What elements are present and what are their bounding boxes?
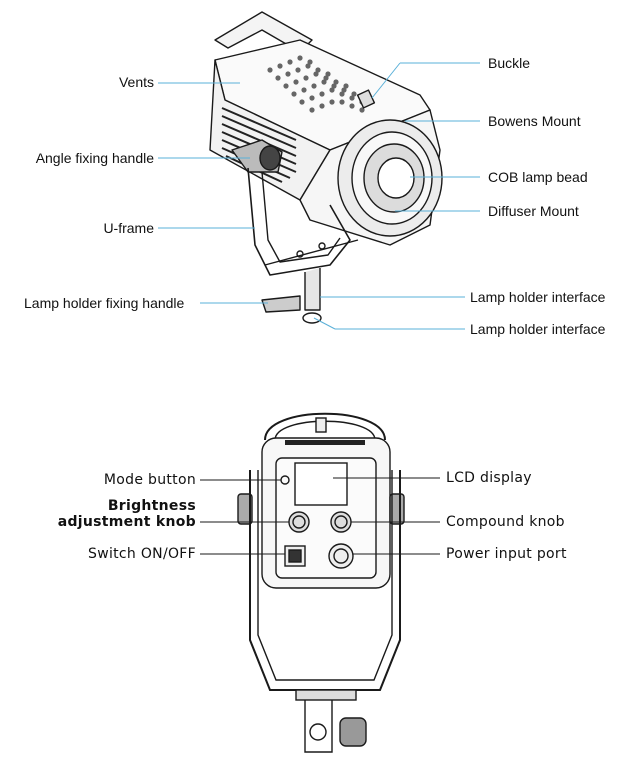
label-vents: Vents	[118, 74, 154, 90]
label-bowens-mount: Bowens Mount	[488, 113, 581, 129]
label-mode-button: Mode button	[103, 472, 196, 488]
label-angle-fixing-handle: Angle fixing handle	[35, 150, 154, 166]
label-lamp-holder-interface-2: Lamp holder interface	[470, 321, 606, 337]
label-compound-knob: Compound knob	[446, 514, 565, 530]
label-brightness-line1: Brightness	[107, 498, 196, 514]
label-diffuser-mount: Diffuser Mount	[488, 203, 579, 219]
label-buckle: Buckle	[488, 55, 531, 71]
label-power-input-port: Power input port	[446, 546, 567, 562]
label-cob-lamp-bead: COB lamp bead	[488, 169, 588, 185]
label-u-frame: U-frame	[103, 220, 154, 236]
label-lcd-display: LCD display	[446, 470, 532, 486]
label-brightness-line2: adjustment knob	[57, 514, 196, 530]
label-lamp-holder-fixing-handle: Lamp holder fixing handle	[24, 295, 185, 311]
vent-dots	[267, 55, 365, 113]
label-switch-on-off: Switch ON/OFF	[88, 546, 196, 562]
label-lamp-holder-interface-1: Lamp holder interface	[470, 289, 606, 305]
